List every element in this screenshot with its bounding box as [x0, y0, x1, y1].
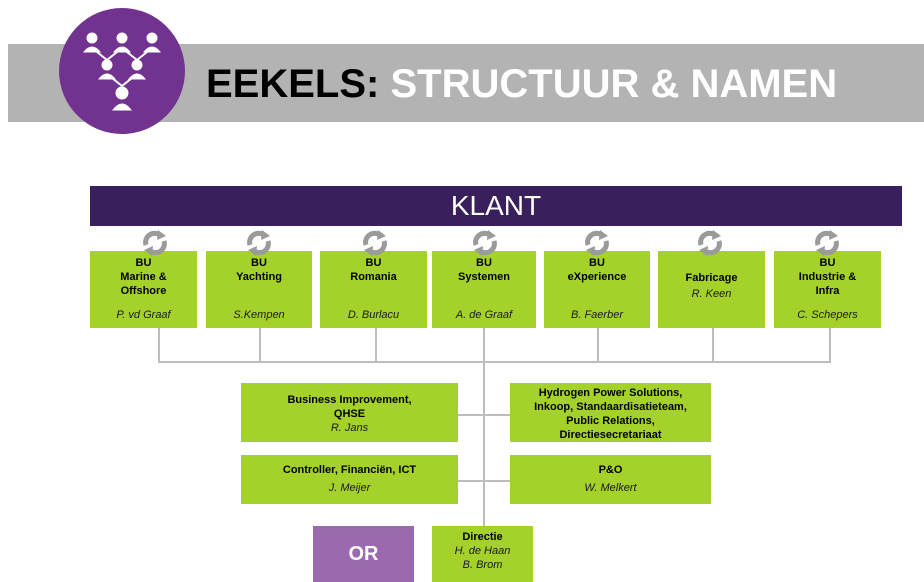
bu-manager-name: R. Keen — [691, 288, 732, 300]
bu-label-line: Yachting — [236, 271, 282, 283]
staff-label-line: Business Improvement, — [287, 394, 412, 406]
staff-manager-name: W. Melkert — [584, 482, 637, 494]
bu-box-romania: BU Romania D. Burlacu — [320, 251, 427, 328]
bu-label-line: Fabricage — [685, 272, 738, 284]
directie-label: Directie — [462, 531, 503, 543]
staff-manager-name: J. Meijer — [328, 482, 371, 494]
bu-label-line: Systemen — [458, 271, 510, 283]
directie-box: Directie H. de Haan B. Brom — [432, 526, 533, 582]
main-spine-line — [483, 328, 485, 526]
bu-label-line: Offshore — [120, 285, 167, 297]
bu-manager-name: A. de Graaf — [455, 309, 513, 321]
bu-label-line: BU — [135, 257, 152, 269]
bu-manager-name: C. Schepers — [797, 309, 858, 321]
page-title: EEKELS: STRUCTUUR & NAMEN — [206, 62, 837, 106]
cycle-arrows-icon — [473, 230, 497, 256]
bu-box-systemen: BU Systemen A. de Graaf — [432, 251, 536, 328]
cycle-arrows-icon — [585, 230, 609, 256]
connector-line — [597, 328, 599, 362]
staff-label-line: P&O — [598, 464, 623, 476]
staff-label-line: Hydrogen Power Solutions, — [538, 387, 683, 399]
bu-box-marine-offshore: BU Marine & Offshore P. vd Graaf — [90, 251, 197, 328]
bu-box-yachting: BU Yachting S.Kempen — [206, 251, 312, 328]
bu-manager-name: P. vd Graaf — [116, 309, 171, 321]
cycle-arrows-icon — [698, 230, 722, 256]
bu-label-line: Industrie & — [798, 271, 857, 283]
bu-label-line: Marine & — [120, 271, 167, 283]
directie-person-name: B. Brom — [462, 559, 503, 571]
bu-manager-name: D. Burlacu — [347, 309, 400, 321]
staff-box-business-improvement: Business Improvement, QHSE R. Jans — [241, 383, 458, 442]
bu-label-line: BU — [819, 257, 836, 269]
title-company: EEKELS: — [206, 62, 380, 106]
staff-connector-line — [458, 414, 510, 416]
bu-manager-name: B. Faerber — [571, 309, 623, 321]
staff-label-line: Directiesecretariaat — [559, 429, 662, 441]
bu-box-industrie-infra: BU Industrie & Infra C. Schepers — [774, 251, 881, 328]
title-subject: STRUCTUUR & NAMEN — [390, 62, 838, 106]
connector-line — [158, 328, 160, 362]
bu-box-experience: BU eXperience B. Faerber — [544, 251, 650, 328]
connector-line — [375, 328, 377, 362]
staff-box-hydrogen: Hydrogen Power Solutions, Inkoop, Standa… — [510, 383, 711, 442]
bu-connector-line — [158, 361, 831, 363]
connector-line — [259, 328, 261, 362]
bu-box-fabricage: Fabricage R. Keen — [658, 251, 765, 328]
bu-label-line: BU — [476, 257, 492, 269]
bu-label-line: BU — [365, 257, 382, 269]
staff-manager-name: R. Jans — [330, 422, 369, 434]
bu-label-line: eXperience — [567, 271, 627, 283]
cycle-arrows-icon — [143, 230, 167, 256]
connector-line — [829, 328, 831, 362]
cycle-arrows-icon — [363, 230, 387, 256]
bu-label-line: Romania — [350, 271, 397, 283]
connector-line — [712, 328, 714, 362]
staff-box-controller: Controller, Financiën, ICT J. Meijer — [241, 455, 458, 504]
org-network-icon — [59, 8, 185, 134]
bu-label-line: BU — [251, 257, 267, 269]
staff-box-po: P&O W. Melkert — [510, 455, 711, 504]
staff-label-line: Public Relations, — [566, 415, 655, 427]
bu-manager-name: S.Kempen — [233, 309, 285, 321]
directie-person-name: H. de Haan — [454, 545, 511, 557]
klant-bar: KLANT — [90, 186, 902, 226]
staff-label-line: Inkoop, Standaardisatieteam, — [534, 401, 687, 413]
staff-connector-line — [458, 480, 510, 482]
staff-label-line: QHSE — [333, 408, 366, 420]
bu-label-line: Infra — [815, 285, 840, 297]
cycle-arrows-icon — [247, 230, 271, 256]
or-box: OR — [313, 526, 414, 582]
bu-label-line: BU — [589, 257, 605, 269]
cycle-arrows-icon — [815, 230, 839, 256]
staff-label-line: Controller, Financiën, ICT — [282, 464, 417, 476]
